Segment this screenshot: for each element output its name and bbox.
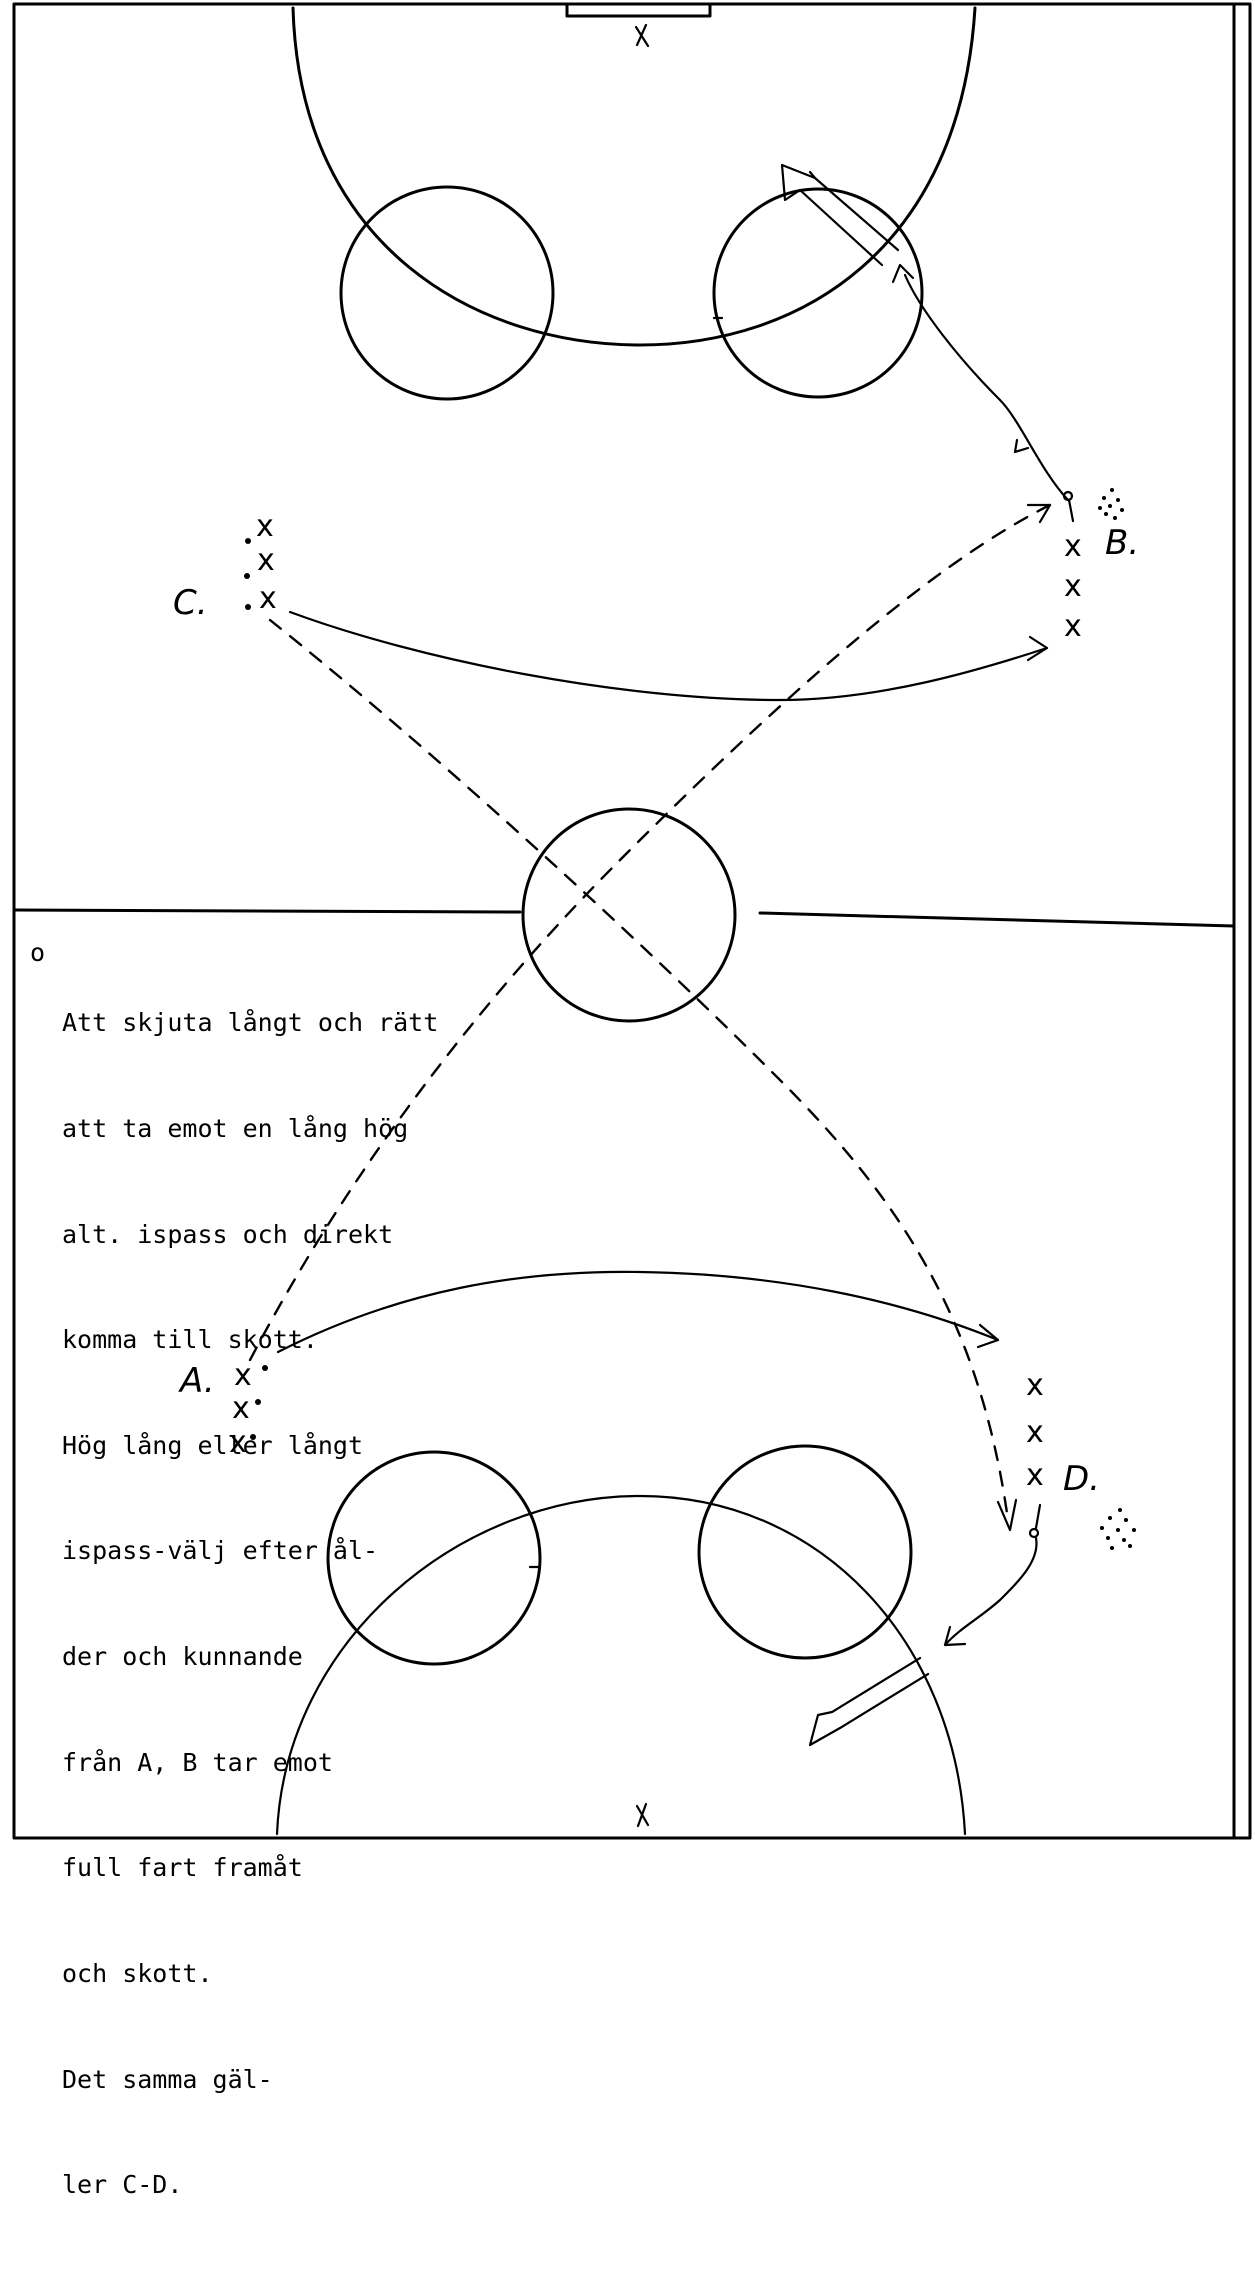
player-marker: x [1026, 1458, 1044, 1493]
label-d: D. [1063, 1459, 1100, 1499]
note-line: komma till skott. [62, 1325, 318, 1355]
pass-a-to-b-arrowhead [1026, 503, 1052, 524]
label-b: B. [1105, 523, 1139, 563]
note-line: ler C-D. [62, 2170, 183, 2200]
player-group-c: x x x C. [173, 509, 277, 623]
player-marker: x [234, 1358, 252, 1393]
note-line: Det samma gäl- [62, 2064, 273, 2094]
top-right-faceoff-circle [712, 187, 924, 399]
player-marker: x [1064, 609, 1082, 644]
note-line: der och kunnande [62, 1642, 303, 1672]
note-line: Att skjuta långt och rätt [62, 1008, 439, 1038]
shot-arrow-top [780, 163, 900, 267]
bottom-right-faceoff-circle [697, 1444, 913, 1660]
note-line: alt. ispass och direkt [62, 1219, 394, 1249]
note-line: att ta emot en lång hög [62, 1114, 409, 1144]
bottom-goal-marker [635, 1802, 650, 1828]
top-goal-arc [291, 6, 977, 347]
bottom-left-faceoff-circle [326, 1450, 542, 1666]
pass-c-to-d-arrowhead [996, 1498, 1018, 1532]
label-a: A. [178, 1361, 215, 1401]
top-goal-marker [634, 23, 650, 48]
note-line: Hög lång eller långt [62, 1430, 364, 1460]
drill-description: o Att skjuta långt och rätt att ta emot … [30, 935, 460, 2199]
player-marker: x [256, 509, 274, 544]
skate-c-to-b-arrowhead [1026, 635, 1049, 662]
player-marker: x [257, 543, 275, 578]
player-marker: x [232, 1391, 250, 1426]
bottom-goal-arc [275, 1494, 967, 1836]
skate-a-to-d-arrowhead [976, 1323, 1000, 1349]
skate-b-arrowhead [891, 263, 915, 284]
note-line: full fart framåt [62, 1853, 303, 1883]
rink-outline [12, 2, 1252, 1840]
note-line: från A, B tar emot [62, 1747, 333, 1777]
bullet-marker: o [30, 938, 46, 967]
puck-pile-d [1100, 1508, 1136, 1550]
player-marker: x [1064, 569, 1082, 604]
player-group-b: x x x B. [1062, 488, 1139, 644]
center-circle [521, 807, 737, 1023]
player-marker: x [1026, 1415, 1044, 1450]
shot-arrow-bottom [808, 1656, 930, 1747]
skate-a-to-d [276, 1270, 1000, 1354]
skate-d-to-goal [943, 1536, 1038, 1647]
skate-d-arrowhead [943, 1625, 967, 1647]
top-left-faceoff-circle [339, 185, 555, 401]
pass-c-to-d [268, 618, 1010, 1522]
player-group-a: x x x A. [178, 1358, 268, 1460]
note-line: och skott. [62, 1958, 213, 1988]
skate-c-to-b [288, 610, 1049, 702]
note-line: ispass-välj efter ål- [62, 1536, 379, 1566]
player-marker: x [259, 581, 277, 616]
skate-b-to-goal [903, 273, 1070, 502]
player-group-d: x x x D. [1026, 1368, 1136, 1550]
player-marker: x [1064, 529, 1082, 564]
pass-a-to-b [248, 503, 1052, 1362]
rink-diagram: x x x C. x x x B. x x x A. x x [12, 2, 1252, 1840]
player-marker: x [1026, 1368, 1044, 1403]
center-line [12, 908, 1236, 928]
player-marker: x [229, 1425, 247, 1460]
puck-pile-b [1098, 488, 1124, 520]
label-c: C. [173, 583, 208, 623]
